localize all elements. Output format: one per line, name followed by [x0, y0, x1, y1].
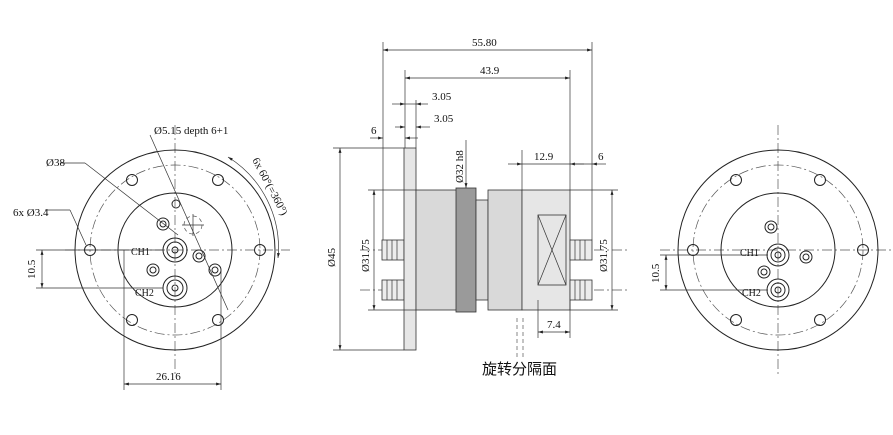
flange-offset-label: 6 — [371, 125, 377, 137]
ch1-left-label: CH1 — [131, 247, 150, 258]
rear-diameter-label: Ø31.75 — [598, 239, 610, 272]
rear-small-ports — [757, 220, 813, 279]
rotor-length-label: 7.4 — [547, 319, 561, 331]
channel-spacing-left-label: 10.5 — [26, 259, 38, 279]
housing — [415, 189, 459, 311]
body-length-label: 43.9 — [480, 65, 500, 77]
step-b-label: 3.05 — [434, 113, 454, 125]
ch2-left-label: CH2 — [135, 288, 154, 299]
hex-nut — [537, 214, 567, 286]
step-a-label: 3.05 — [432, 91, 452, 103]
rear-mount-holes — [687, 174, 869, 326]
right-rear-view: 10.5 CH1 CH2 — [650, 125, 893, 375]
ch1-right-label: CH1 — [740, 248, 759, 259]
rotation-plane-label: 旋转分隔面 — [482, 360, 557, 378]
flange-diameter-label: Ø45 — [326, 248, 338, 267]
body-diameter-label: Ø31.75 — [360, 239, 372, 272]
angle-spec-label: 6x 60°(=360°) — [249, 156, 290, 218]
side-view: 55.80 43.9 3.05 3.05 6 12.9 6 Ø45 Ø31.75… — [326, 37, 630, 378]
small-ports — [146, 199, 222, 277]
left-front-view: Ø5.15 depth 6+1 Ø38 6x Ø3.4 6x 60°(=360°… — [13, 125, 290, 390]
connector-span-label: 26.16 — [156, 371, 181, 383]
rotor-body — [487, 189, 523, 311]
end-offset-label: 6 — [598, 151, 604, 163]
neck — [475, 199, 489, 301]
pitch-circle-label: Ø38 — [46, 157, 65, 169]
mount-holes-label: 6x Ø3.4 — [13, 207, 49, 219]
hole-spec-label: Ø5.15 depth 6+1 — [154, 125, 228, 137]
channel-spacing-right-label: 10.5 — [650, 263, 662, 283]
flange — [403, 147, 417, 351]
overall-length-label: 55.80 — [472, 37, 497, 49]
pilot-ring — [455, 187, 477, 313]
rear-flange-outline — [677, 149, 879, 351]
pilot-diameter-label: Ø32 h8 — [454, 150, 466, 183]
left-connectors — [381, 239, 405, 301]
nut-width-label: 12.9 — [534, 151, 554, 163]
depth-hole — [182, 214, 204, 236]
ch2-right-label: CH2 — [742, 288, 761, 299]
right-connectors — [569, 239, 593, 301]
